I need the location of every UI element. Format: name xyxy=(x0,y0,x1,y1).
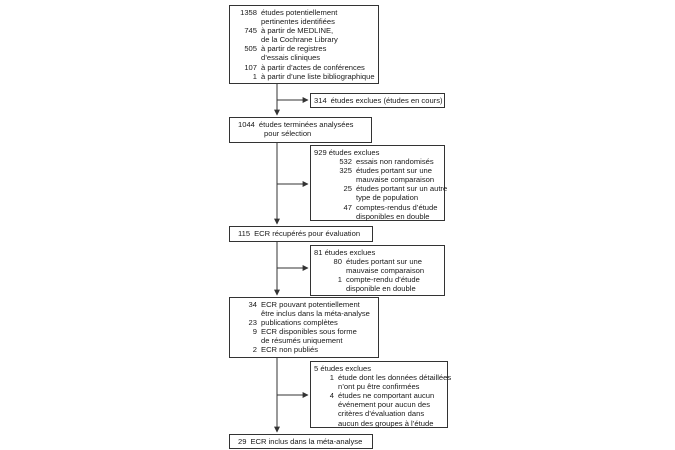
source-label: à partir de MEDLINE, xyxy=(261,26,334,36)
excluded-ongoing-count: 314 xyxy=(314,96,327,105)
reason-count: 1 xyxy=(337,275,342,285)
reason-label-cont: disponibles en double xyxy=(356,211,430,221)
source-label-cont: de la Cochrane Library xyxy=(261,35,338,45)
reason-label: essais non randomisés xyxy=(356,157,434,167)
reason-count: 25 xyxy=(343,184,352,194)
box-excluded-929: 929 études exclues 532 essais non randomi… xyxy=(310,145,448,221)
included-count: 29 xyxy=(238,437,247,446)
included-label: ECR inclus dans la méta-analyse xyxy=(250,437,363,446)
reason-label: études portant sur un autre xyxy=(356,184,448,194)
reason-label-cont: type de population xyxy=(356,193,419,203)
reason-label-cont: mauvaise comparaison xyxy=(346,266,425,276)
item-label-cont: de résumés uniquement xyxy=(261,336,343,346)
identified-count: 1358 xyxy=(240,8,257,17)
reason-label: études portant sur une xyxy=(356,166,432,176)
source-label: à partir d’une liste bibliographique xyxy=(261,71,375,81)
box-excluded-5: 5 études exclues 1 étude dont les données… xyxy=(310,361,452,428)
source-count: 745 xyxy=(244,26,257,36)
reason-label: comptes-rendus d’étude xyxy=(356,202,438,212)
screened-label-cont: pour sélection xyxy=(264,129,312,139)
excluded-929-label: études exclues xyxy=(328,148,380,157)
source-count: 1 xyxy=(252,71,257,81)
item-label: ECR non publiés xyxy=(261,345,318,355)
reason-label-cont: événement pour aucun des xyxy=(338,400,431,410)
item-count: 9 xyxy=(252,327,257,337)
excluded-81-label: études exclues xyxy=(324,248,376,257)
reason-label-cont: mauvaise comparaison xyxy=(356,175,435,185)
source-count: 505 xyxy=(244,44,257,54)
source-label: à partir de registres xyxy=(261,44,327,54)
item-label: publications complètes xyxy=(261,318,338,328)
excluded-929-count: 929 xyxy=(314,148,327,157)
reason-count: 325 xyxy=(339,166,352,176)
reason-label-cont: critères d’évaluation dans xyxy=(338,409,425,419)
identified-label: études potentiellement xyxy=(261,8,338,17)
box-identified-studies: 1358 études potentiellement pertinentes i… xyxy=(229,5,379,84)
box-excluded-81: 81 études exclues 80 études portant sur u… xyxy=(310,245,445,296)
source-count: 107 xyxy=(244,62,257,72)
potential-label-cont: être inclus dans la méta-analyse xyxy=(261,309,370,319)
excluded-ongoing-label: études exclues (études en cours) xyxy=(330,96,443,105)
retrieved-count: 115 xyxy=(238,229,251,238)
excluded-5-label: études exclues xyxy=(320,364,372,373)
screened-count: 1044 xyxy=(238,120,255,129)
source-label-cont: d’essais cliniques xyxy=(261,53,321,63)
potential-count: 34 xyxy=(248,300,257,309)
reason-count: 80 xyxy=(333,257,342,267)
identified-label-cont: pertinentes identifiées xyxy=(261,17,335,27)
excluded-5-count: 5 xyxy=(314,364,319,373)
item-count: 23 xyxy=(248,318,257,328)
screened-label: études terminées analysées xyxy=(258,120,354,129)
box-potential-rcts: 34 ECR pouvant potentiellement être inclu… xyxy=(229,297,379,358)
item-label: ECR disponibles sous forme xyxy=(261,327,357,337)
reason-label-cont: disponible en double xyxy=(346,284,416,294)
reason-label: compte-rendu d’étude xyxy=(346,275,420,285)
potential-label: ECR pouvant potentiellement xyxy=(261,300,360,309)
excluded-81-count: 81 xyxy=(314,248,323,257)
item-count: 2 xyxy=(252,345,257,355)
reason-label-cont: aucun des groupes à l’étude xyxy=(338,418,434,428)
reason-label-cont: n’ont pu être confirmées xyxy=(338,382,420,392)
source-label: à partir d’actes de conférences xyxy=(261,62,365,72)
reason-count: 47 xyxy=(343,202,352,212)
reason-label: études ne comportant aucun xyxy=(338,391,435,401)
reason-count: 1 xyxy=(329,373,334,383)
reason-count: 4 xyxy=(329,391,334,401)
reason-count: 532 xyxy=(339,157,352,167)
retrieved-label: ECR récupérés pour évaluation xyxy=(254,229,361,238)
reason-label: études portant sur une xyxy=(346,257,422,267)
reason-label: étude dont les données détaillées xyxy=(338,373,452,383)
